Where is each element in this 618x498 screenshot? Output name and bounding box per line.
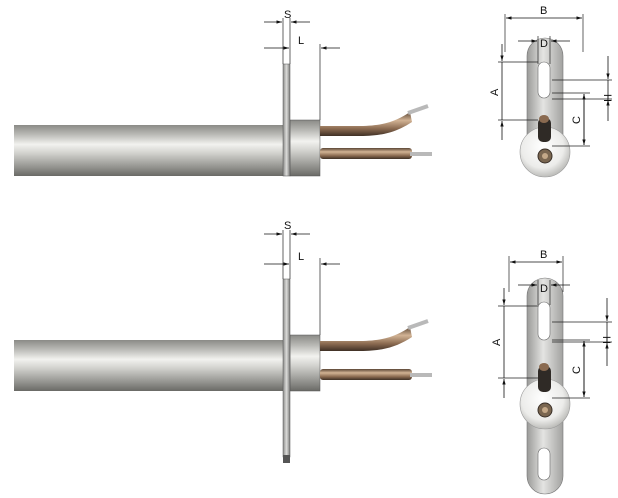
flange-plate [282,63,291,177]
dim-label-a: A [489,88,501,96]
wire-end-upper [407,104,429,115]
dim-label-h: H [601,94,613,102]
dim-label-s: S [284,9,291,21]
terminal-pin-upper [538,366,551,392]
copper-lead-lower [320,148,412,159]
bottom-side-view: S L [14,220,432,463]
sheath-tube [14,340,286,391]
dim-label-b: B [540,249,547,261]
mounting-slot [537,61,551,99]
dim-label-b: B [540,5,547,17]
copper-lead-lower [320,369,412,380]
dim-label-c: C [571,116,583,124]
wire-end-upper [407,319,429,330]
dim-label-h: H [600,336,612,344]
flange-plate-lower-tip [283,455,290,463]
top-front-view: B D A H C [489,5,613,178]
dim-label-c: C [571,366,583,374]
dim-label-d: D [540,283,548,295]
mounting-slot-upper [537,301,551,341]
top-side-view: S L [14,9,432,177]
dim-label-l: L [298,251,304,263]
dim-label-a: A [491,338,503,346]
copper-lead-upper [320,112,412,136]
sheath-tube [14,125,286,176]
mounting-slot-lower [537,447,551,481]
dim-label-l: L [298,35,304,47]
dim-label-d: D [540,38,548,50]
terminal-pin-upper [538,118,551,142]
dim-label-s: S [284,220,291,232]
collar [289,334,321,392]
copper-lead-upper [320,327,412,351]
bottom-front-view: B D A H C [491,249,612,495]
flange-plate [282,278,291,458]
collar [289,119,321,177]
